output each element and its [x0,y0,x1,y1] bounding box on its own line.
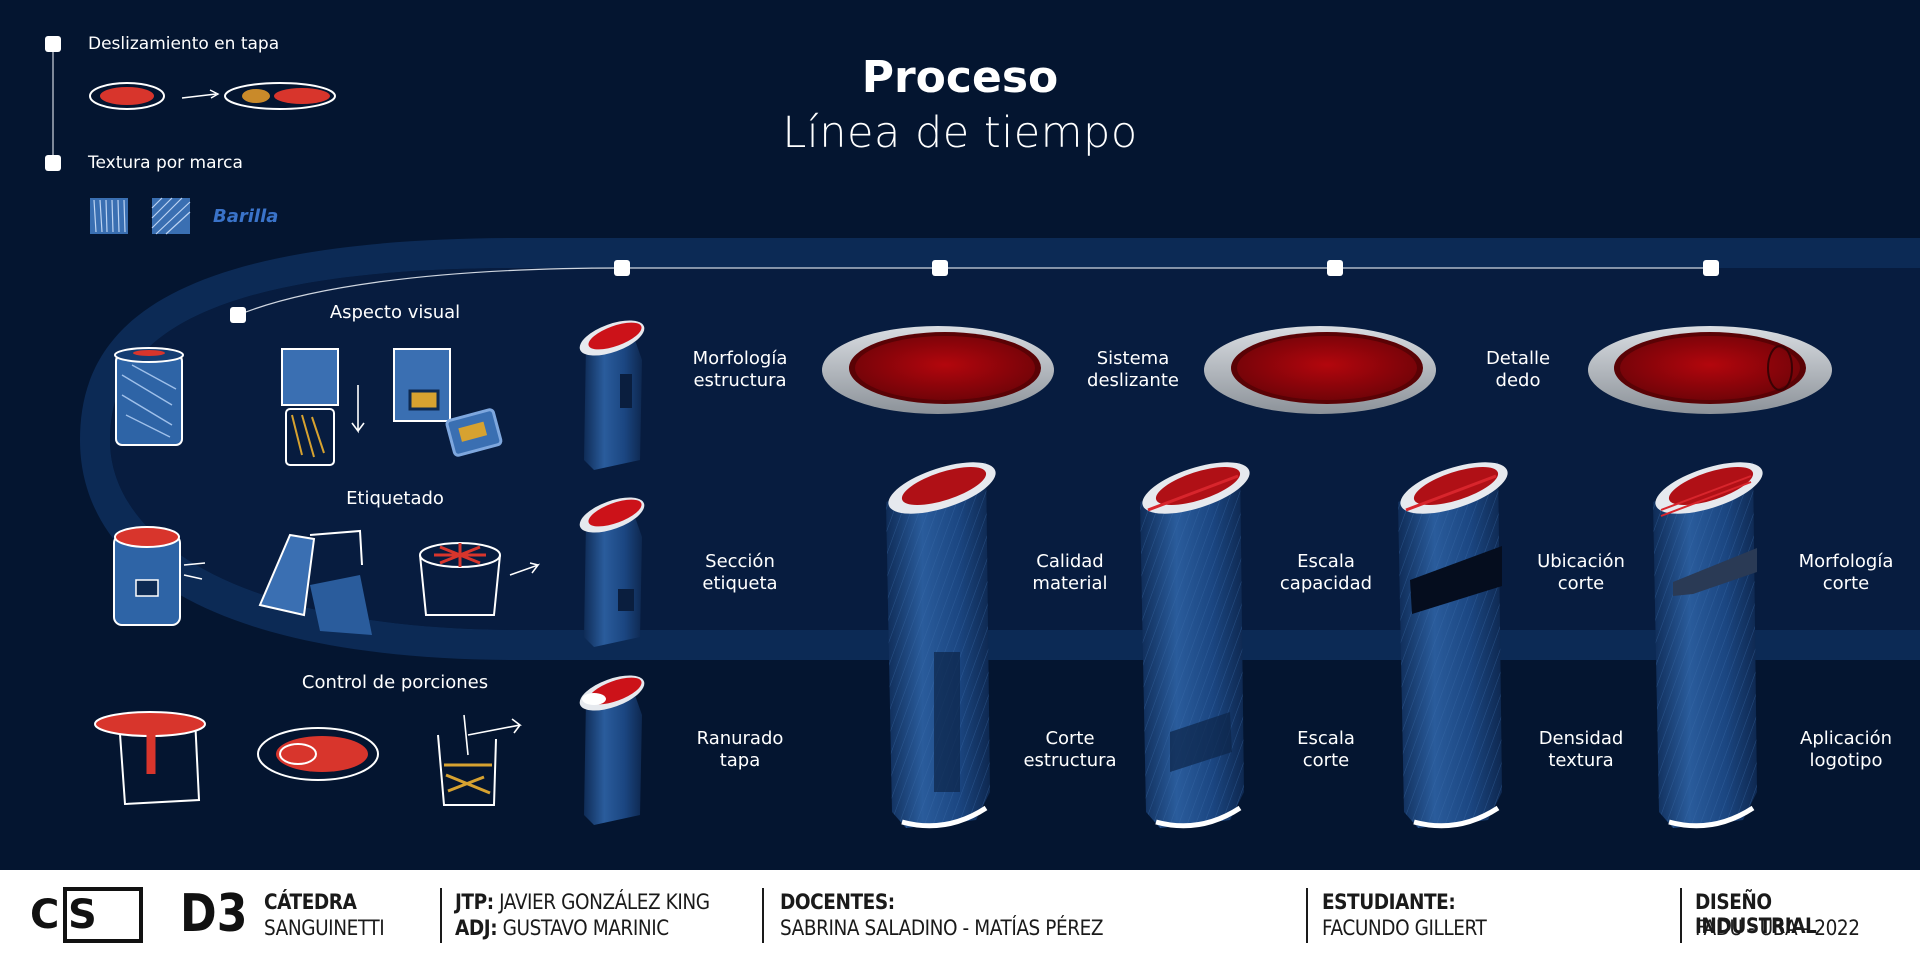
can-sketch-portion [94,711,206,806]
portion-sketch-b [437,714,522,806]
footer-divider-1 [440,888,442,943]
visual-sketch-b [393,348,503,457]
timeline-node-1 [230,307,246,323]
can-sketch-label [113,526,206,626]
container-small-1 [579,320,645,470]
timeline-node-2 [614,260,630,276]
label-sketch-a [258,529,372,635]
adj-line: ADJ: GUSTAVO MARINIC [455,916,669,940]
footer-divider-4 [1680,888,1682,943]
footer-bar [0,870,1920,960]
student-name: FACUNDO GILLERT [1322,916,1487,940]
lid-slide-system-2 [1204,326,1436,414]
course-code: D3 [180,884,248,944]
portion-sketch-a [257,727,379,781]
lid-finger-detail [1588,326,1832,414]
stage-label: Etiquetado [346,488,444,509]
stage-visual: Aspecto visual [329,302,461,323]
barilla-logo: Barilla [213,206,279,227]
container-small-3 [579,675,645,825]
slide-sketch [89,82,336,110]
visual-sketch-a [281,348,365,466]
chair-name: SANGUINETTI [264,916,385,940]
timeline-node-5 [1703,260,1719,276]
container-tall-2 [1140,462,1250,829]
jtp-line: JTP: JAVIER GONZÁLEZ KING [455,890,710,914]
container-tall-1 [886,462,996,829]
container-tall-4 [1653,462,1763,829]
stage-portion: Control de porciones [301,672,489,693]
legend-texture-label: Textura por marca [88,153,243,173]
cs-logo: C S [30,887,143,943]
student-label: ESTUDIANTE: [1322,890,1456,914]
container-tall-3 [1398,462,1508,829]
lid-slide-system [822,326,1054,414]
page-subtitle: Línea de tiempo [782,108,1138,158]
timeline-band [52,46,1920,829]
institution: FADU - UBA - 2022 [1695,916,1860,940]
timeline-node-3 [932,260,948,276]
legend-node-texture [45,155,61,171]
label-sketch-b [419,542,541,616]
texture-sketch [90,197,191,235]
process-board: Proceso Línea de tiempo Deslizamiento en… [0,0,1920,870]
program-name: DISEÑO INDUSTRIAL [1695,890,1817,938]
footer-divider-2 [762,888,764,943]
chair-label: CÁTEDRA [264,890,357,914]
legend-node-slide [45,36,61,52]
legend-slide-label: Deslizamiento en tapa [88,34,280,54]
teachers-names: SABRINA SALADINO - MATÍAS PÉREZ [780,916,1104,940]
can-sketch-visual [114,347,184,446]
teachers-label: DOCENTES: [780,890,895,914]
page-title: Proceso [861,52,1059,103]
footer-divider-3 [1306,888,1308,943]
container-small-2 [579,497,645,647]
timeline-node-4 [1327,260,1343,276]
